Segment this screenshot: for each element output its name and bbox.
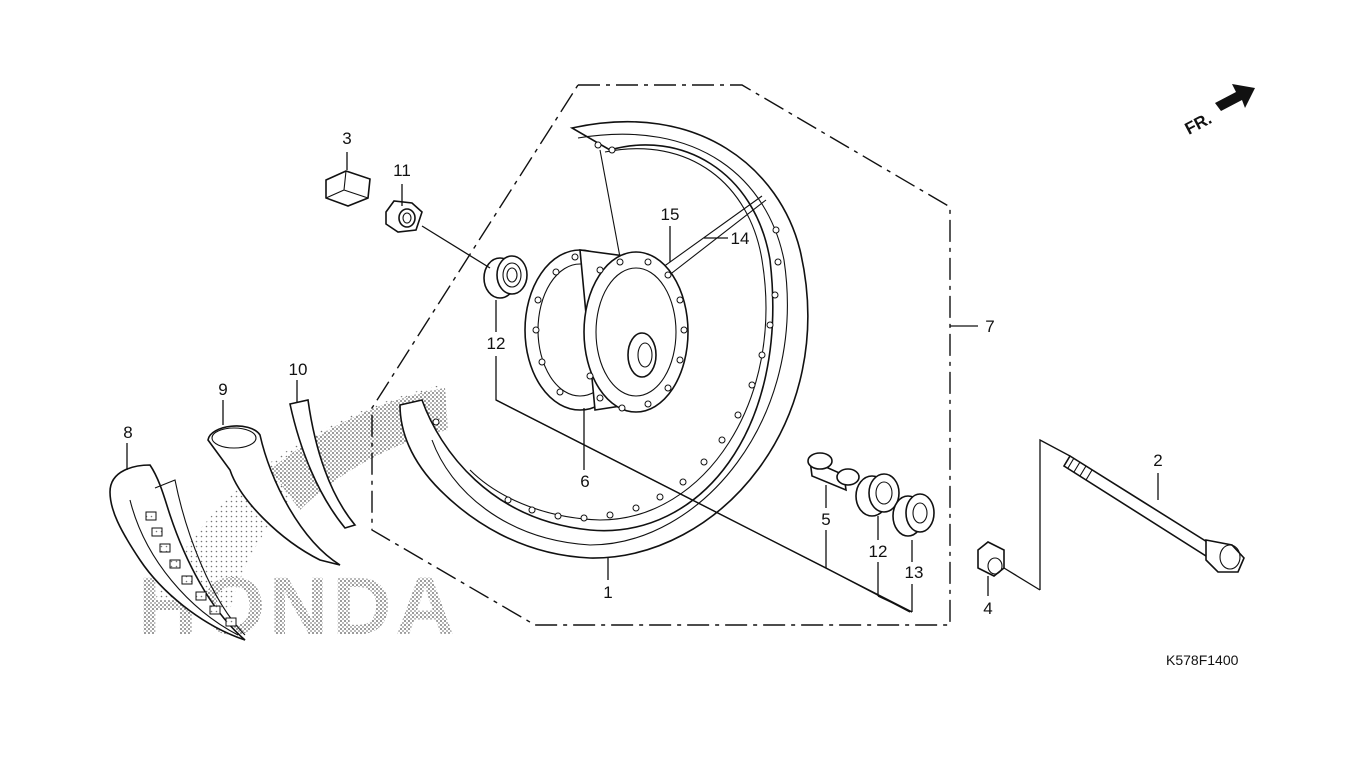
part-10-rim-band	[289, 399, 357, 529]
part-3-collar	[325, 170, 371, 207]
arrow-icon	[1215, 84, 1255, 111]
callout-7: 7	[985, 317, 994, 336]
callout-14: 14	[731, 229, 750, 248]
part-2-front-axle	[1062, 454, 1245, 573]
part-13-dust-seal	[892, 493, 935, 537]
callout-2: 2	[1153, 451, 1162, 470]
callout-8: 8	[123, 423, 132, 442]
part-9-tube	[207, 425, 341, 566]
leader-lines	[126, 152, 1159, 613]
part-12-bearing-left	[483, 255, 528, 299]
callout-6: 6	[580, 472, 589, 491]
drawing-code: K578F1400	[1166, 652, 1239, 668]
callout-9: 9	[218, 380, 227, 399]
part-8-tire	[109, 464, 246, 641]
part-5-distance-collar	[807, 452, 860, 492]
callout-labels: 3 11 12 15 14 7 6 5 12 13 1 2 4 8 9 10	[123, 129, 1162, 618]
front-direction-indicator: FR.	[1182, 84, 1255, 139]
callout-11: 11	[393, 161, 411, 180]
callout-3: 3	[342, 129, 351, 148]
callout-12-upper: 12	[487, 334, 506, 353]
callout-1: 1	[603, 583, 612, 602]
callout-15: 15	[661, 205, 680, 224]
part-12-bearing-right	[855, 473, 900, 517]
part-4-side-collar	[977, 541, 1005, 577]
part-6-front-hub	[524, 249, 689, 413]
callout-13: 13	[905, 563, 924, 582]
front-direction-label: FR.	[1182, 109, 1215, 139]
callout-12-lower: 12	[869, 542, 888, 561]
part-1-rim	[399, 120, 809, 559]
callout-5: 5	[821, 510, 830, 529]
part-11-axle-nut	[385, 200, 423, 233]
assembly-boundary	[371, 84, 951, 626]
callout-10: 10	[289, 360, 308, 379]
callout-4: 4	[983, 599, 992, 618]
